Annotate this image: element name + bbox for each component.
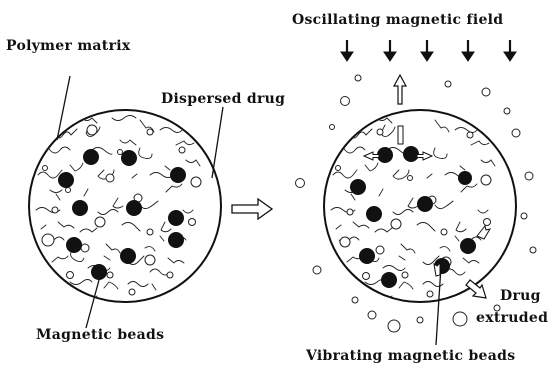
drug-label: Drug xyxy=(500,288,541,304)
down-arrow-icon xyxy=(341,40,353,61)
field-arrows xyxy=(341,40,516,61)
extruded-label: extruded xyxy=(476,310,548,326)
polymer-matrix-label: Polymer matrix xyxy=(6,38,131,54)
dispersed-drug-pointer xyxy=(212,107,223,178)
magnetic-beads-label: Magnetic beads xyxy=(36,327,164,343)
hollow-right-arrow-icon xyxy=(232,199,272,219)
dispersed-drug-label: Dispersed drug xyxy=(161,91,285,107)
oscillating-field-label: Oscillating magnetic field xyxy=(292,12,503,28)
vibrating-beads-label: Vibrating magnetic beads xyxy=(305,348,515,364)
down-arrow-icon xyxy=(421,40,433,61)
down-arrow-icon xyxy=(384,40,396,61)
down-arrow-icon xyxy=(504,40,516,61)
right-microsphere xyxy=(324,110,516,302)
hollow-up-arrow-icon xyxy=(394,75,406,104)
down-arrow-icon xyxy=(462,40,474,61)
